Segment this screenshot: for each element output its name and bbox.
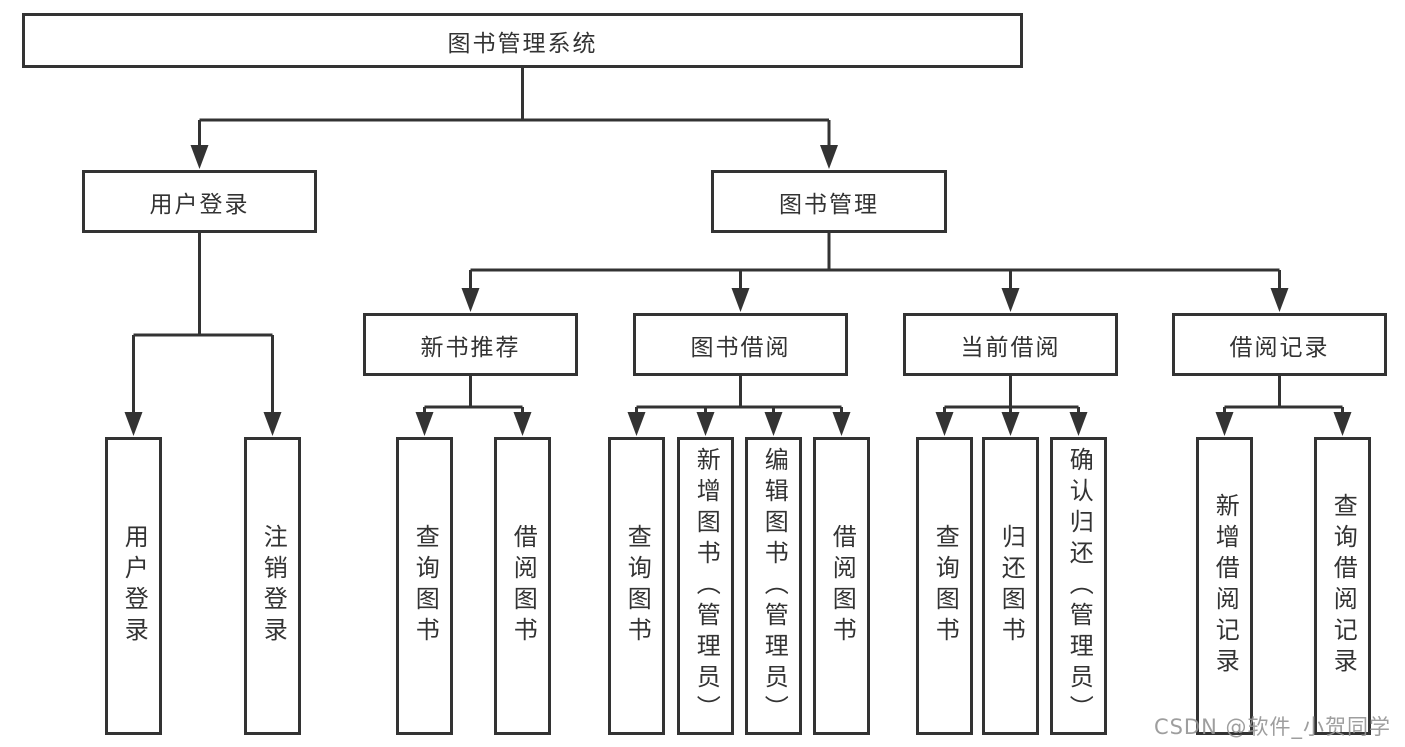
leaf-query-books-current: 查询图书 [916,437,973,735]
node-user-login: 用户登录 [82,170,317,233]
leaf-user-login: 用户登录 [105,437,162,735]
arrowhead [935,412,954,436]
leaf-query-books-recommend-label: 查询图书 [411,524,440,648]
connector-newbook-split [423,376,524,418]
leaf-query-borrow-record: 查询借阅记录 [1314,437,1371,735]
node-current-borrowing-label: 当前借阅 [960,334,1061,361]
arrowhead [263,412,282,436]
leaf-confirm-return-admin: 确认归还（管理员） [1050,437,1107,735]
arrowhead [415,412,434,436]
node-borrowing-records: 借阅记录 [1172,313,1387,376]
arrowhead [1001,412,1020,436]
connector-borrow-split [635,376,843,418]
arrowhead [1069,412,1088,436]
leaf-user-login-label: 用户登录 [120,524,149,648]
arrowhead [124,412,143,436]
leaf-edit-books-admin: 编辑图书（管理员） [745,437,802,735]
arrowhead [696,412,715,436]
leaf-borrow-books-label: 借阅图书 [828,524,857,648]
connector-root-split [198,68,831,150]
arrowhead [190,145,209,169]
arrowhead [731,288,750,312]
node-library-system-label: 图书管理系统 [447,30,598,57]
leaf-return-books: 归还图书 [982,437,1039,735]
leaf-return-books-label: 归还图书 [997,524,1026,648]
leaf-query-books-recommend: 查询图书 [396,437,453,735]
connector-records-split [1223,376,1344,418]
watermark: CSDN @软件_小贺同学 [1153,715,1391,739]
leaf-add-books-admin: 新增图书（管理员） [677,437,734,735]
node-book-borrowing-label: 图书借阅 [690,334,791,361]
node-user-login-label: 用户登录 [149,191,250,218]
leaf-query-books-current-label: 查询图书 [931,524,960,648]
connector-current-split [943,376,1080,418]
leaf-query-borrow-record-label: 查询借阅记录 [1329,493,1358,679]
leaf-edit-books-admin-label: 编辑图书（管理员） [760,446,789,726]
leaf-borrow-books-recommend: 借阅图书 [494,437,551,735]
leaf-add-borrow-record: 新增借阅记录 [1196,437,1253,735]
leaf-logout-label: 注销登录 [259,524,288,648]
node-book-management: 图书管理 [711,170,947,233]
connector-bookmgmt-split [469,233,1281,294]
node-book-management-label: 图书管理 [779,191,879,218]
node-new-book-recommendation-label: 新书推荐 [420,334,521,361]
leaf-confirm-return-admin-label: 确认归还（管理员） [1065,446,1094,726]
connector-userlogin-split [132,233,274,418]
arrowhead [627,412,646,436]
arrowhead [1270,288,1289,312]
arrowhead [461,288,480,312]
leaf-query-books-borrow-label: 查询图书 [623,524,652,648]
leaf-borrow-books: 借阅图书 [813,437,870,735]
arrowhead [832,412,851,436]
arrowhead [1001,288,1020,312]
arrowhead [513,412,532,436]
arrowhead [1215,412,1234,436]
node-current-borrowing: 当前借阅 [903,313,1118,376]
node-new-book-recommendation: 新书推荐 [363,313,578,376]
node-borrowing-records-label: 借阅记录 [1229,334,1330,361]
leaf-borrow-books-recommend-label: 借阅图书 [509,524,538,648]
arrowhead [764,412,783,436]
leaf-add-borrow-record-label: 新增借阅记录 [1211,493,1240,679]
leaf-add-books-admin-label: 新增图书（管理员） [692,446,721,726]
arrowhead [820,145,838,169]
node-book-borrowing: 图书借阅 [633,313,848,376]
arrowhead [1333,412,1352,436]
node-library-system: 图书管理系统 [22,13,1023,68]
leaf-logout: 注销登录 [244,437,301,735]
leaf-query-books-borrow: 查询图书 [608,437,665,735]
